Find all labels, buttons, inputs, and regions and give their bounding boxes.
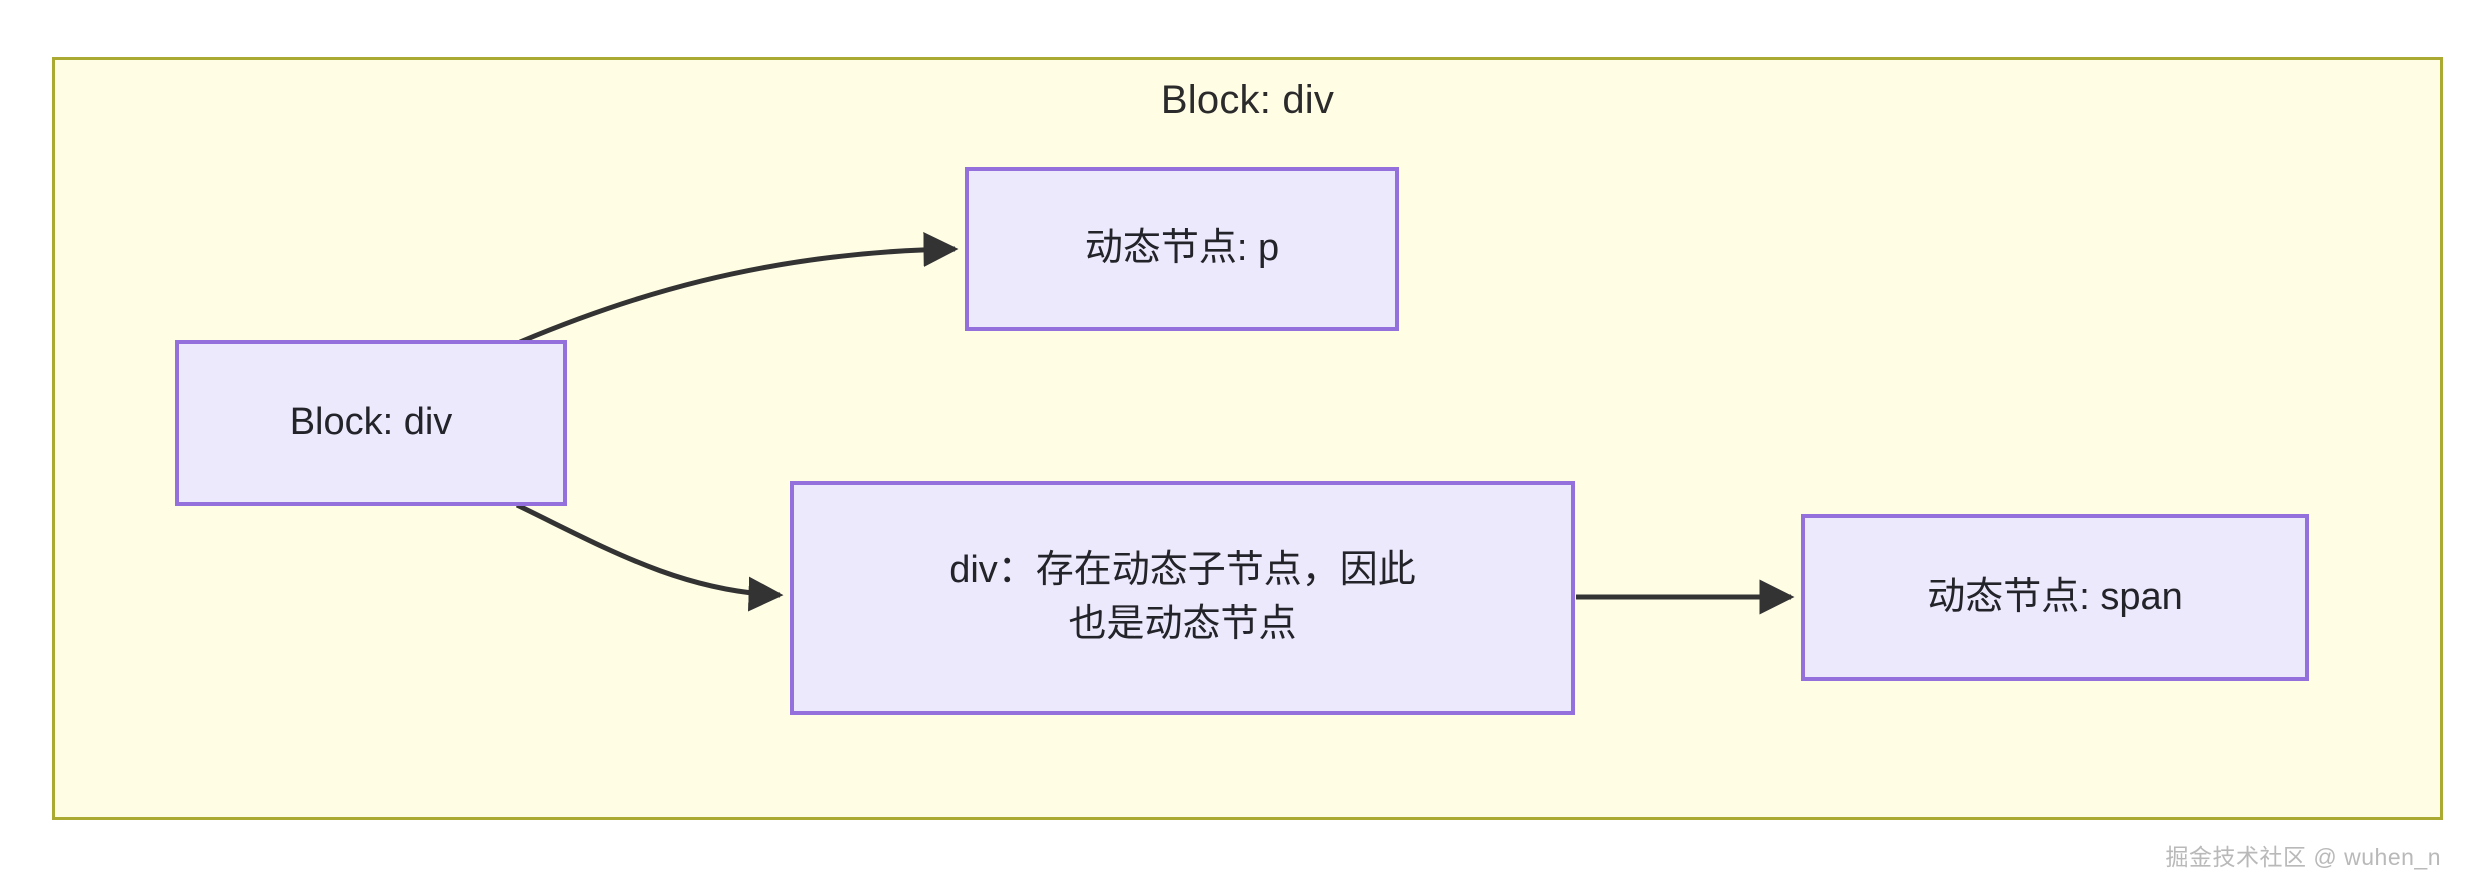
node-block-div[interactable]: Block: div bbox=[175, 340, 567, 506]
node-label: 动态节点: p bbox=[1084, 227, 1280, 270]
node-dynamic-div[interactable]: div：存在动态子节点，因此 也是动态节点 bbox=[790, 481, 1575, 715]
node-label: 动态节点: span bbox=[1927, 575, 2183, 618]
node-label: div：存在动态子节点，因此 也是动态节点 bbox=[949, 549, 1416, 645]
subgraph-title: Block: div bbox=[1160, 78, 1335, 122]
node-label: Block: div bbox=[289, 401, 453, 444]
node-dynamic-p[interactable]: 动态节点: p bbox=[965, 167, 1399, 331]
node-dynamic-span[interactable]: 动态节点: span bbox=[1801, 514, 2309, 681]
watermark: 掘金技术社区 @ wuhen_n bbox=[2165, 844, 2441, 870]
